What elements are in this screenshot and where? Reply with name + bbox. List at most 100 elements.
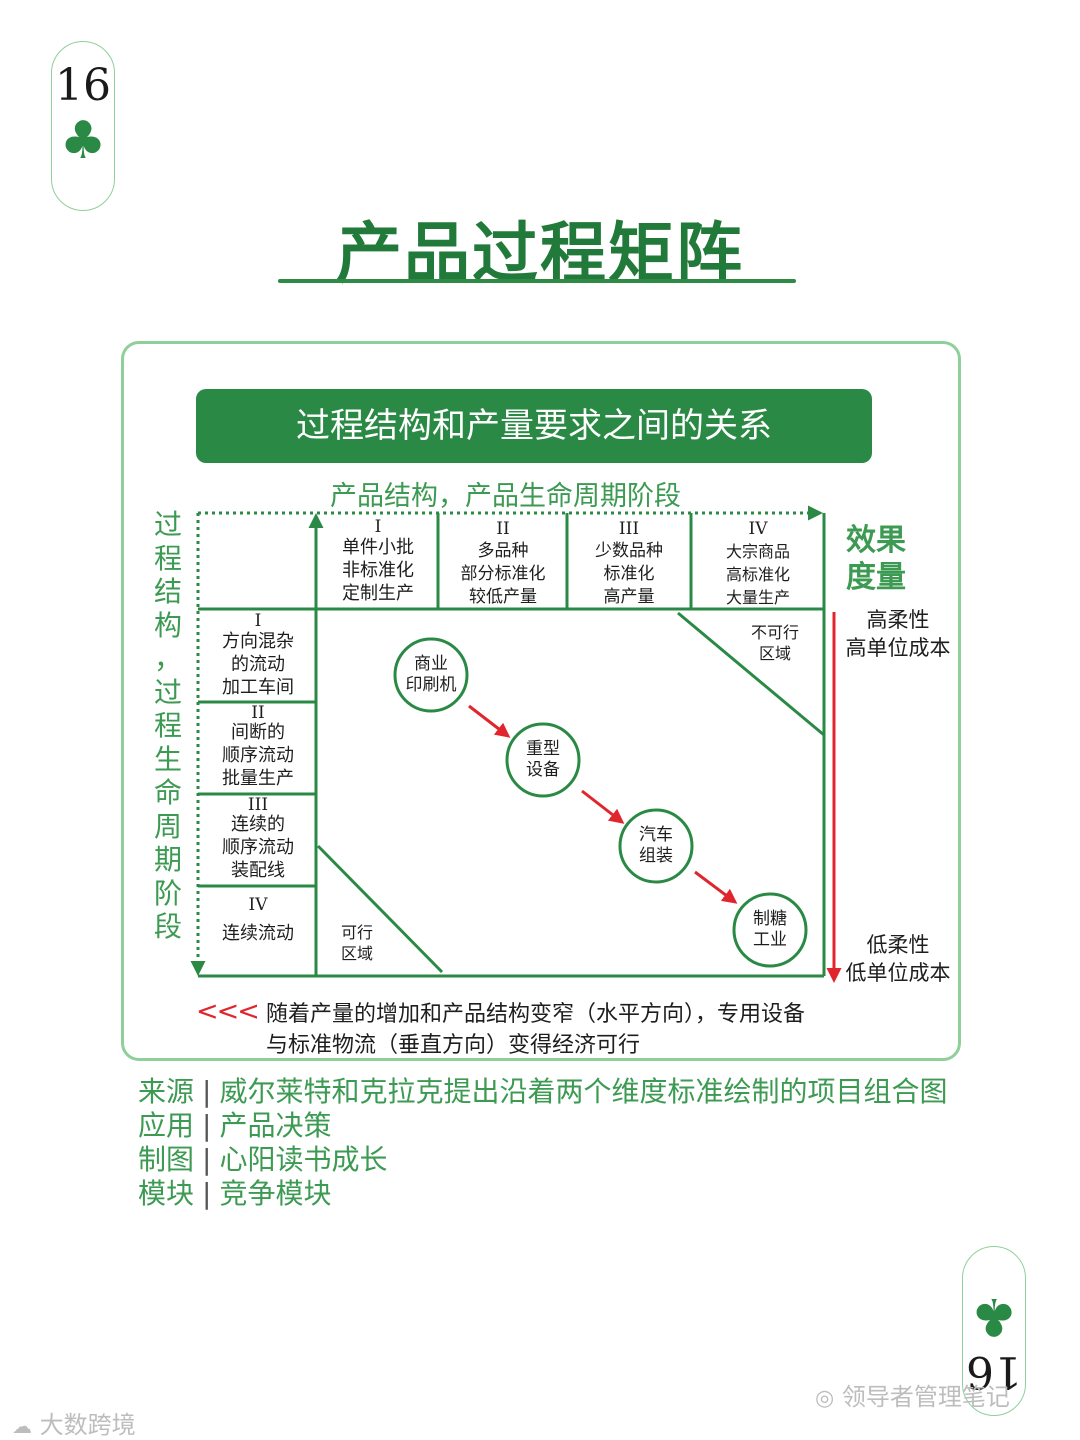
- circle-label-heavy-equipment: 重型 设备: [508, 739, 578, 781]
- watermark-right: ◎ 领导者管理笔记: [815, 1377, 1010, 1412]
- meta-chart-by: 制图|心阳读书成长: [138, 1143, 388, 1176]
- infeasible-diagonal: [677, 611, 825, 737]
- left-axis-char: 生: [153, 742, 182, 776]
- row-header-2: II 间断的 顺序流动 批量生产: [200, 705, 316, 790]
- right-axis-title: 效果 度量: [846, 522, 906, 596]
- feasible-zone-label: 可行 区域: [332, 922, 382, 964]
- column-header-2: II 多品种 部分标准化 较低产量: [440, 518, 566, 609]
- row-numeral: III: [247, 795, 269, 815]
- meta-application: 应用|产品决策: [138, 1109, 332, 1142]
- row-line: 顺序流动: [222, 745, 294, 766]
- row-line: 装配线: [231, 860, 285, 881]
- page-number-top: 16: [55, 60, 111, 111]
- row-line: 顺序流动: [222, 837, 294, 858]
- left-axis-label: 过 程 结 构 ， 过 程 生 命 周 期 阶 段: [150, 508, 186, 944]
- circle-line: 组装: [639, 846, 673, 866]
- note-marker: <<<: [196, 996, 260, 1027]
- left-axis-char: 过: [153, 508, 182, 541]
- column-line: 较低产量: [469, 587, 537, 607]
- meta-key: 模块: [138, 1177, 195, 1210]
- right-bottom-line: 低单位成本: [845, 961, 951, 985]
- card-top-left: 16 ♣: [51, 41, 115, 211]
- column-line: 单件小批: [342, 537, 414, 558]
- zone-line: 区域: [758, 644, 791, 663]
- club-icon: ♣: [59, 111, 107, 171]
- meta-key: 来源: [138, 1075, 195, 1108]
- left-axis-char: 阶: [153, 876, 182, 910]
- zone-line: 区域: [340, 944, 373, 963]
- right-top-line: 高单位成本: [845, 636, 951, 660]
- row-header-3: III 连续的 顺序流动 装配线: [200, 797, 316, 882]
- column-line: 非标准化: [342, 560, 414, 581]
- row-header-4: IV 连续流动: [200, 894, 316, 945]
- left-axis-char: 过: [153, 675, 182, 709]
- diagram-banner: 过程结构和产量要求之间的关系: [196, 389, 872, 463]
- meta-value: 产品决策: [219, 1109, 332, 1142]
- circle-line: 汽车: [639, 825, 673, 845]
- column-header-4: IV 大宗商品 高标准化 大量生产: [693, 518, 823, 609]
- column-numeral: III: [618, 519, 640, 539]
- circle-auto-assembly: [618, 808, 694, 884]
- right-top-label: 高柔性 高单位成本: [838, 606, 958, 662]
- circle-label-sugar: 制糖 工业: [735, 909, 805, 951]
- diagram-panel: [121, 341, 961, 1061]
- row-line: 批量生产: [222, 768, 294, 789]
- meta-value: 心阳读书成长: [219, 1143, 388, 1176]
- meta-module: 模块|竞争模块: [138, 1177, 332, 1210]
- note-line-1: 随着产量的增加和产品结构变窄（水平方向），专用设备: [266, 1002, 806, 1027]
- zone-line: 可行: [340, 923, 373, 942]
- column-numeral: IV: [748, 519, 768, 539]
- right-bottom-line: 低柔性: [866, 933, 930, 957]
- column-header-3: III 少数品种 标准化 高产量: [569, 518, 689, 609]
- row-line: 连续的: [231, 814, 285, 835]
- circle-line: 制糖: [753, 909, 787, 929]
- column-line: 少数品种: [595, 541, 663, 561]
- wechat-icon: ◎: [815, 1386, 835, 1411]
- arrow-1: [468, 704, 511, 738]
- row-line: 的流动: [231, 654, 285, 675]
- left-axis-char: 结: [153, 575, 182, 608]
- watermark-left-text: 大数跨境: [39, 1411, 136, 1439]
- left-axis-char: 构: [153, 608, 182, 642]
- meta-value: 威尔莱特和克拉克提出沿着两个维度标准绘制的项目组合图: [219, 1075, 948, 1108]
- meta-value: 竞争模块: [219, 1177, 332, 1210]
- row-line: 加工车间: [222, 677, 294, 698]
- top-axis-label: 产品结构，产品生命周期阶段: [330, 481, 681, 512]
- row-numeral: II: [251, 703, 265, 723]
- zone-line: 不可行: [750, 623, 799, 642]
- circle-heavy-equipment: [505, 722, 581, 798]
- left-axis-char: 周: [153, 809, 182, 843]
- column-line: 高产量: [603, 587, 655, 607]
- arrow-2: [581, 789, 625, 824]
- column-line: 部分标准化: [460, 564, 546, 584]
- row-line: 间断的: [231, 722, 285, 743]
- circle-line: 商业: [414, 654, 448, 674]
- left-axis-char: 程: [153, 541, 182, 575]
- meta-key: 制图: [138, 1143, 195, 1176]
- watermark-right-text: 领导者管理笔记: [841, 1383, 1010, 1411]
- circle-line: 重型: [526, 739, 560, 759]
- row-numeral: I: [254, 611, 262, 631]
- watermark-logo-icon: ☁: [12, 1414, 32, 1438]
- circle-line: 印刷机: [405, 675, 457, 695]
- right-top-line: 高柔性: [866, 608, 930, 632]
- circle-label-printing: 商业 印刷机: [396, 654, 466, 696]
- circle-line: 工业: [753, 930, 787, 950]
- column-line: 高标准化: [725, 565, 790, 584]
- left-axis-char: 期: [153, 843, 182, 876]
- column-line: 多品种: [477, 541, 529, 561]
- column-header-1: I 单件小批 非标准化 定制生产: [318, 518, 438, 605]
- row-numeral: IV: [248, 895, 268, 915]
- left-axis-char: ，: [153, 642, 182, 675]
- feasible-diagonal: [316, 844, 444, 974]
- left-axis-char: 段: [153, 910, 182, 943]
- note-line-2: 与标准物流（垂直方向）变得经济可行: [266, 1033, 641, 1058]
- right-axis-title-line: 度量: [846, 560, 906, 595]
- row-line: 方向混杂: [222, 631, 294, 652]
- infeasible-zone-label: 不可行 区域: [735, 622, 815, 664]
- column-line: 大量生产: [725, 588, 790, 607]
- meta-key: 应用: [138, 1109, 195, 1142]
- row-header-1: I 方向混杂 的流动 加工车间: [200, 612, 316, 699]
- circle-printing: [393, 637, 469, 713]
